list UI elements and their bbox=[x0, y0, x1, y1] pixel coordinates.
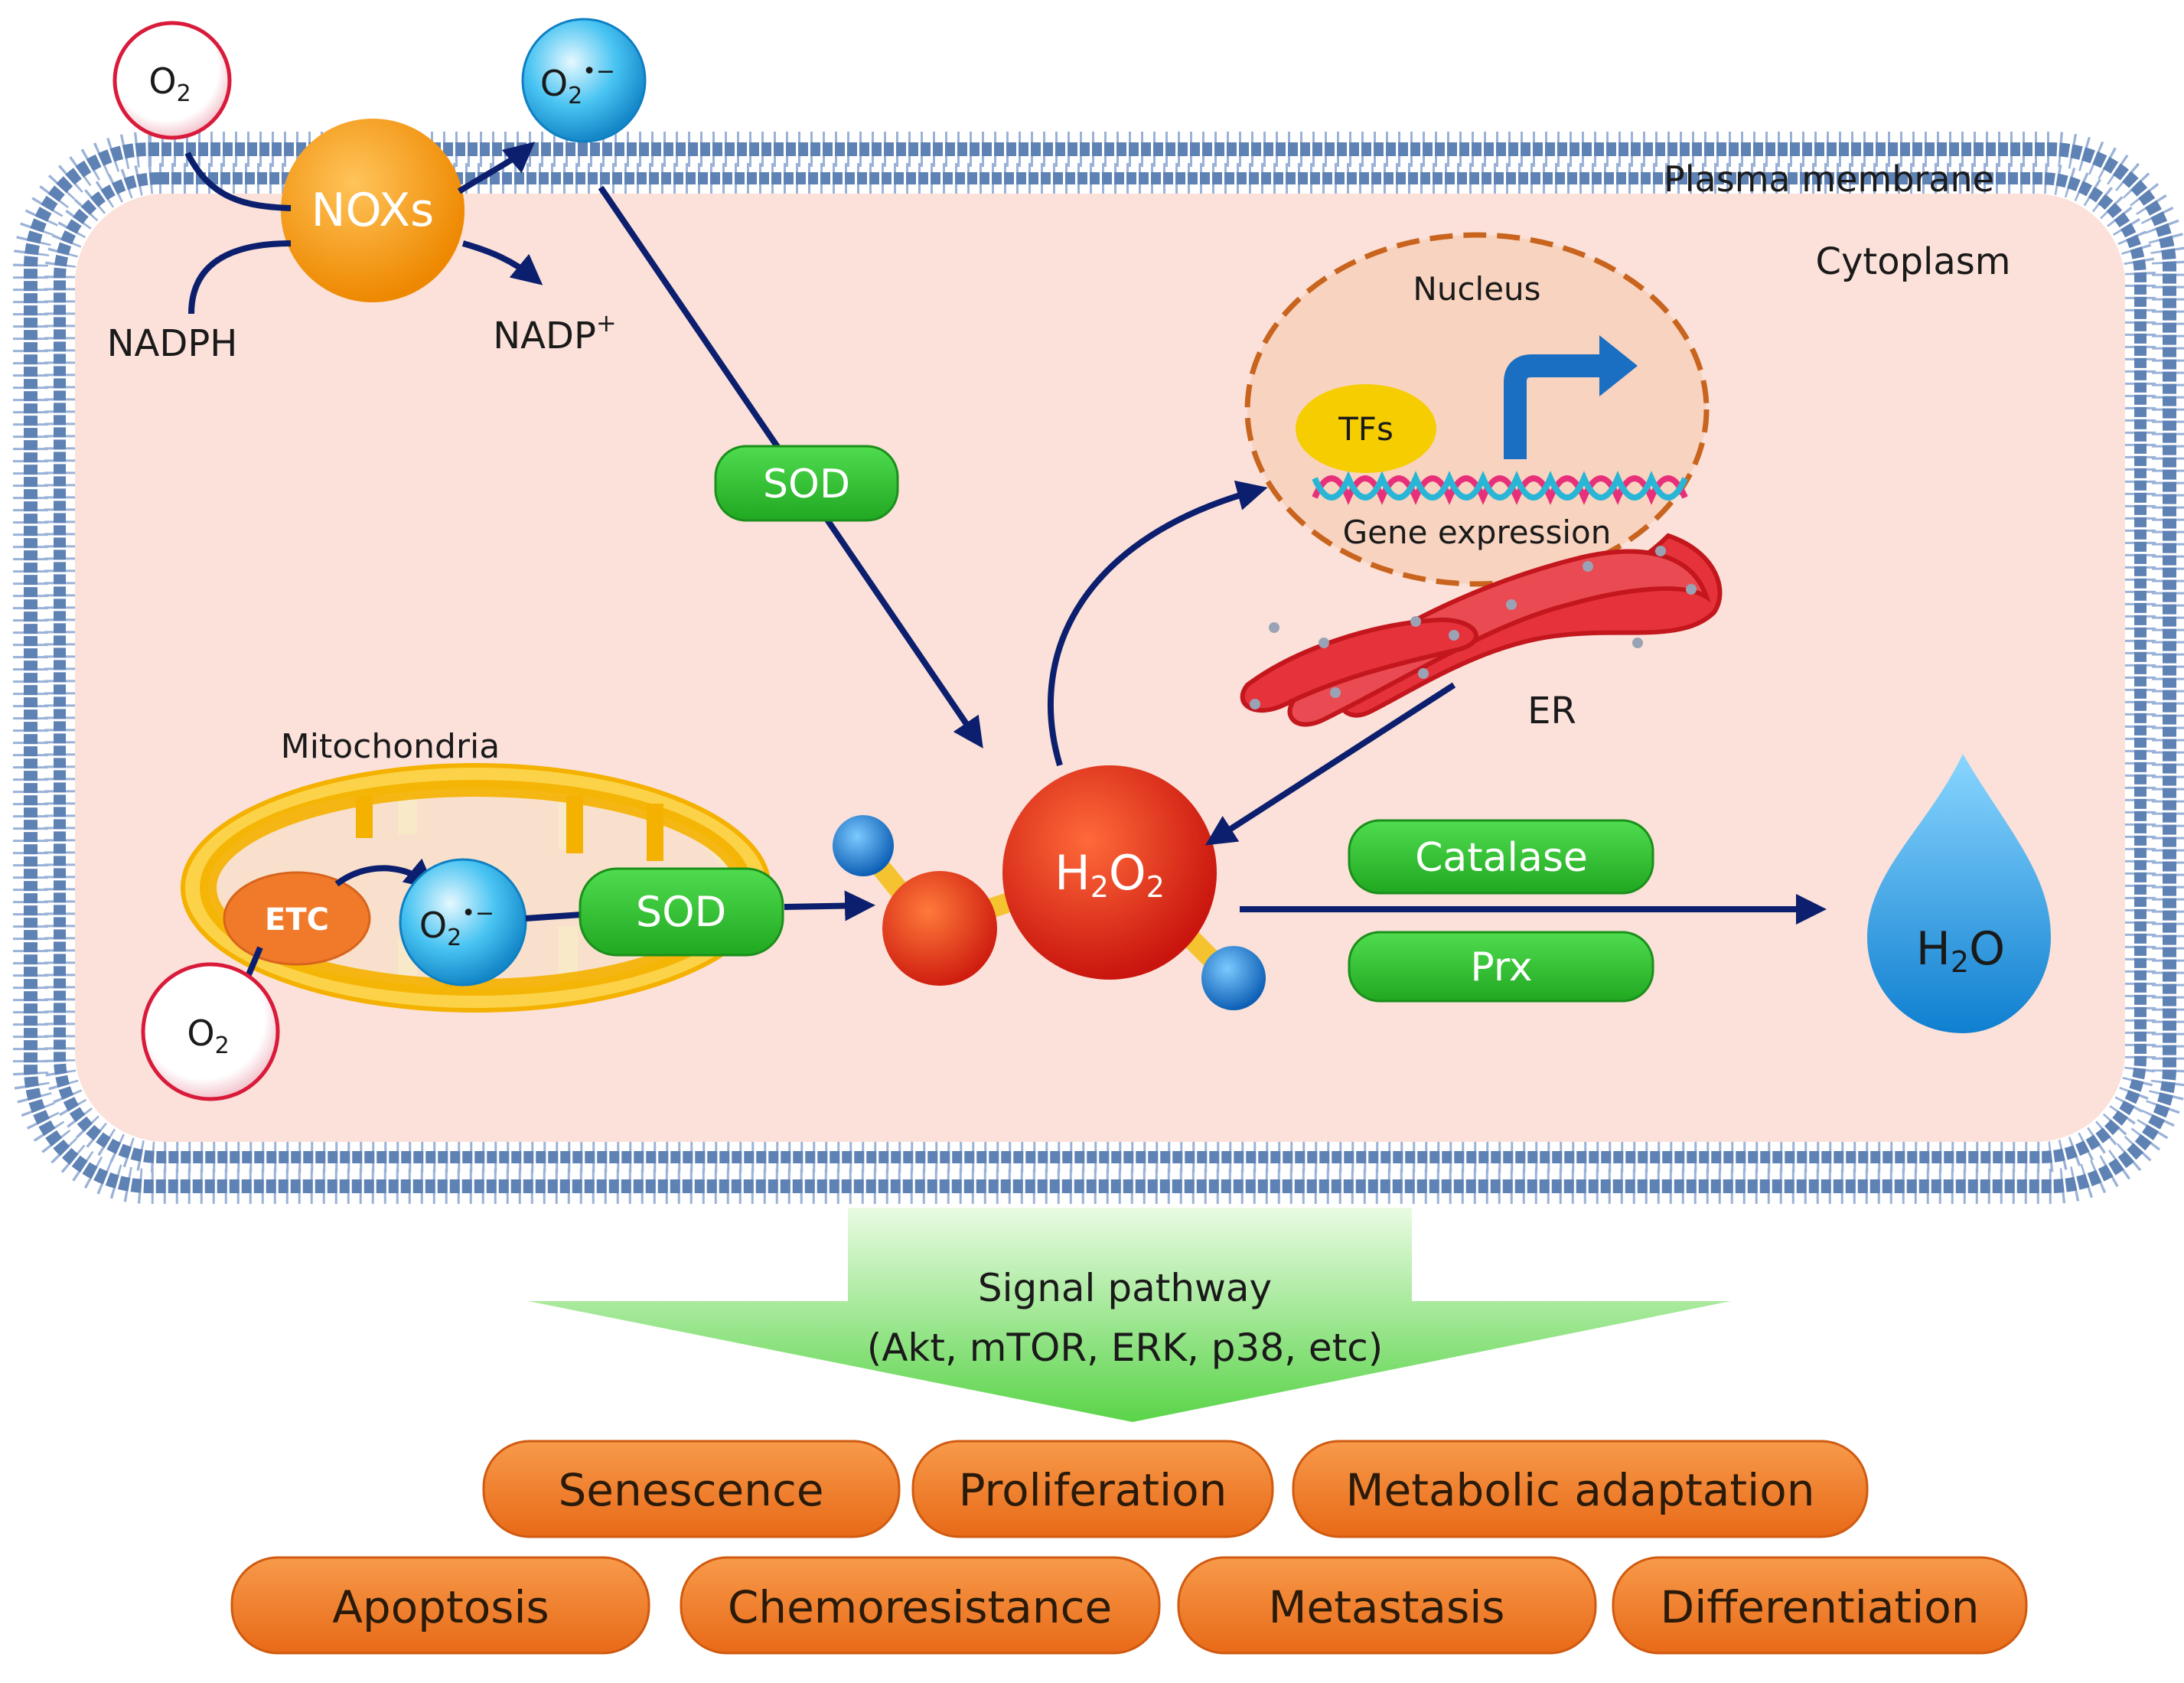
ribosomes bbox=[1250, 546, 1697, 709]
outcome-differentiation: Differentiation bbox=[1612, 1556, 2028, 1655]
signal-pathway-arrow bbox=[528, 1208, 1731, 1422]
svg-text:SOD: SOD bbox=[763, 462, 850, 507]
link-superoxide-sod bbox=[525, 912, 582, 921]
svg-text:Metastasis: Metastasis bbox=[1268, 1581, 1504, 1633]
outcome-apoptosis: Apoptosis bbox=[230, 1556, 650, 1655]
superoxide-top: O2•− bbox=[521, 18, 647, 143]
arrow-er-to-h2o2 bbox=[1204, 682, 1456, 846]
etc-label: ETC bbox=[265, 902, 329, 938]
svg-text:Apoptosis: Apoptosis bbox=[332, 1581, 549, 1633]
svg-text:Metabolic adaptation: Metabolic adaptation bbox=[1346, 1464, 1815, 1516]
nox-label: NOXs bbox=[311, 184, 435, 237]
h2o2-molecule: H2O2 bbox=[833, 765, 1266, 1010]
plasma-membrane bbox=[13, 132, 2184, 1204]
svg-text:Catalase: Catalase bbox=[1415, 835, 1588, 881]
tfs-badge: TFs bbox=[1296, 384, 1436, 473]
svg-text:Differentiation: Differentiation bbox=[1661, 1581, 1980, 1633]
cytoplasm-label: Cytoplasm bbox=[1815, 240, 2010, 283]
o2-molecule-mito: O2 bbox=[141, 946, 280, 1101]
svg-text:O2•−: O2•− bbox=[540, 58, 615, 109]
arrow-sod-to-h2o2 bbox=[784, 890, 875, 921]
sod-upper-pill: SOD bbox=[714, 445, 899, 522]
nucleus-label: Nucleus bbox=[1413, 270, 1540, 308]
signal-pathway-examples: (Akt, mTOR, ERK, p38, etc) bbox=[867, 1326, 1384, 1370]
tfs-label: TFs bbox=[1338, 410, 1394, 448]
arrow-h2o2-to-nucleus bbox=[1048, 480, 1268, 767]
sod-mito-pill: SOD bbox=[579, 867, 784, 957]
svg-text:O2: O2 bbox=[187, 1013, 229, 1059]
outcome-proliferation: Proliferation bbox=[911, 1440, 1274, 1538]
svg-text:Proliferation: Proliferation bbox=[959, 1464, 1227, 1516]
dna-helix bbox=[1312, 471, 1688, 505]
o2-molecule-top: O2 bbox=[112, 21, 232, 140]
prx-pill: Prx bbox=[1348, 931, 1654, 1003]
svg-text:Prx: Prx bbox=[1470, 944, 1532, 990]
transcription-arrow bbox=[1504, 335, 1638, 459]
water-label: H2O bbox=[1916, 922, 2006, 979]
nadph-label: NADPH bbox=[107, 322, 238, 365]
svg-text:O2: O2 bbox=[148, 60, 191, 107]
outcome-metastasis: Metastasis bbox=[1177, 1556, 1597, 1655]
outcome-senescence: Senescence bbox=[482, 1440, 901, 1538]
catalase-pill: Catalase bbox=[1348, 819, 1654, 895]
etc-badge: ETC bbox=[223, 871, 371, 966]
er bbox=[1240, 533, 1723, 727]
svg-text:O2•−: O2•− bbox=[419, 900, 494, 951]
nox-reaction-arrows bbox=[184, 142, 543, 315]
water-drop: H2O bbox=[1867, 754, 2051, 1033]
h2o2-label: H2O2 bbox=[1055, 845, 1165, 904]
nadp-label: NADP+ bbox=[493, 308, 616, 357]
svg-text:Chemoresistance: Chemoresistance bbox=[728, 1581, 1112, 1633]
plasma-membrane-label: Plasma membrane bbox=[1664, 158, 1994, 200]
superoxide-mito: O2•− bbox=[399, 858, 527, 987]
mitochondria-label: Mitochondria bbox=[281, 727, 500, 766]
gene-expression-label: Gene expression bbox=[1343, 514, 1612, 551]
svg-text:Senescence: Senescence bbox=[558, 1464, 823, 1516]
outcome-metabolic-adaptation: Metabolic adaptation bbox=[1292, 1440, 1869, 1538]
nox-enzyme: NOXs bbox=[281, 119, 465, 302]
svg-text:SOD: SOD bbox=[636, 888, 726, 936]
outcome-chemoresistance: Chemoresistance bbox=[680, 1556, 1161, 1655]
signal-pathway-title: Signal pathway bbox=[978, 1266, 1272, 1310]
er-label: ER bbox=[1527, 690, 1576, 732]
